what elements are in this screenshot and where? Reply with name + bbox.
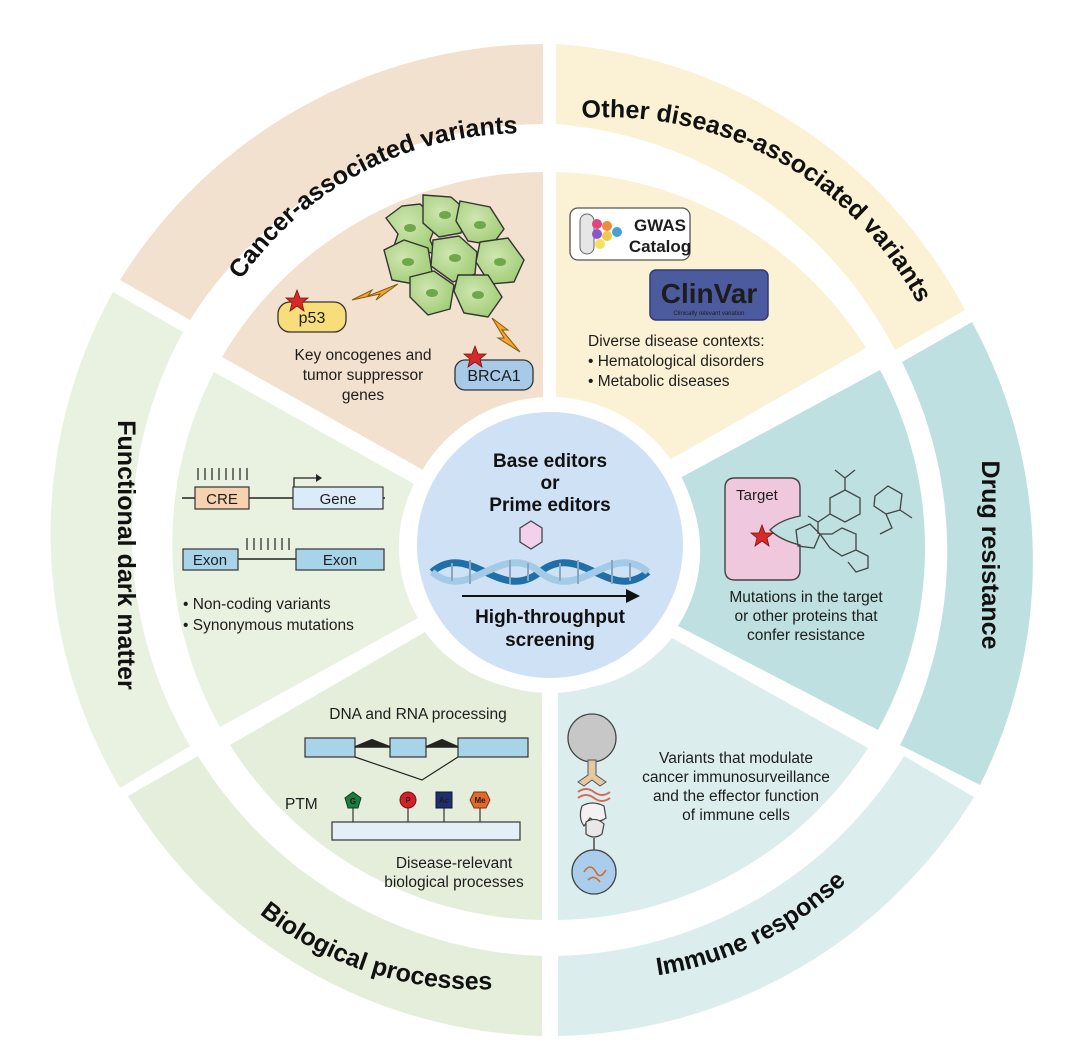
gwas-logo: GWAS Catalog bbox=[569, 207, 691, 261]
other-desc-1: Diverse disease contexts: bbox=[588, 333, 765, 350]
mod-g: G bbox=[350, 797, 356, 806]
mod-ac: Ac bbox=[439, 796, 450, 805]
other-bullet-1: • Hematological disorders bbox=[588, 353, 764, 370]
dna-helix-icon bbox=[429, 559, 651, 585]
p53-label: p53 bbox=[299, 310, 326, 327]
glycosylation-icon bbox=[344, 791, 362, 809]
sector-other bbox=[556, 44, 965, 350]
immune-desc-4: of immune cells bbox=[682, 807, 790, 824]
center-line-3: Prime editors bbox=[489, 495, 610, 516]
exon-label-1: Exon bbox=[193, 552, 227, 569]
cancer-desc-2: tumor suppressor bbox=[303, 367, 424, 384]
center-line-4: High-throughput bbox=[475, 607, 626, 628]
ptm-diagram: G P Ac Me bbox=[331, 791, 521, 841]
acetylation-icon bbox=[435, 791, 453, 809]
cell-icon bbox=[430, 235, 478, 283]
bio-desc-1: Disease-relevant bbox=[396, 855, 513, 872]
cell-icon bbox=[453, 274, 503, 318]
target-label: Target bbox=[736, 487, 779, 504]
lightning-icon bbox=[351, 283, 399, 301]
center-line-5: screening bbox=[505, 630, 595, 651]
exon-label-2: Exon bbox=[323, 552, 357, 569]
center-line-1: Base editors bbox=[493, 451, 607, 472]
cell-icon bbox=[455, 200, 505, 246]
sector-bio bbox=[128, 756, 542, 1036]
outer-ring bbox=[50, 44, 1033, 1036]
sector-cancer bbox=[120, 44, 543, 320]
cancer-cells bbox=[383, 194, 525, 318]
drug-desc-2: or other proteins that bbox=[734, 608, 878, 625]
p53-badge bbox=[277, 301, 347, 333]
sector-immune bbox=[558, 756, 974, 1036]
dark-title: Functional dark matter bbox=[112, 420, 140, 690]
clinvar-label: ClinVar bbox=[661, 278, 758, 309]
cancer-desc-3: genes bbox=[342, 387, 384, 404]
drug-molecules bbox=[795, 469, 913, 573]
inner-immune bbox=[558, 638, 868, 920]
clinvar-logo: ClinVar Clinically relevant variation bbox=[649, 269, 769, 321]
exon-diagram: Exon Exon bbox=[182, 538, 385, 571]
dark-bullet-2: • Synonymous mutations bbox=[183, 617, 354, 634]
sector-dark bbox=[50, 292, 191, 788]
cancer-desc-1: Key oncogenes and bbox=[294, 347, 431, 364]
immune-desc-2: cancer immunosurveillance bbox=[642, 769, 830, 786]
drug-desc-1: Mutations in the target bbox=[729, 589, 883, 606]
gene-label: Gene bbox=[320, 491, 357, 508]
immune-desc-3: and the effector function bbox=[653, 788, 819, 805]
ptm-label: PTM bbox=[285, 796, 318, 813]
clinvar-sublabel: Clinically relevant variation bbox=[673, 311, 744, 317]
brca1-badge bbox=[454, 359, 534, 391]
splicing-diagram bbox=[304, 737, 529, 781]
brca1-label: BRCA1 bbox=[467, 368, 520, 385]
cell-icon bbox=[475, 237, 525, 285]
bio-dna-label: DNA and RNA processing bbox=[329, 706, 506, 723]
mod-me: Me bbox=[474, 796, 486, 805]
cell-icon bbox=[422, 194, 468, 238]
star-icon bbox=[749, 523, 775, 547]
inner-bio bbox=[230, 632, 542, 920]
other-bullet-2: • Metabolic diseases bbox=[588, 373, 730, 390]
immune-illustration bbox=[567, 713, 617, 895]
sector-drug bbox=[900, 322, 1033, 785]
mod-p: P bbox=[405, 796, 411, 805]
inner-drug bbox=[678, 370, 926, 730]
star-icon bbox=[284, 288, 310, 312]
methylation-icon bbox=[469, 791, 491, 809]
gwas-label-2: Catalog bbox=[629, 237, 691, 256]
gwas-label-1: GWAS bbox=[634, 216, 686, 235]
phosphorylation-icon bbox=[399, 791, 417, 809]
dark-bullet-1: • Non-coding variants bbox=[183, 596, 331, 613]
center-line-2: or bbox=[541, 473, 561, 494]
immune-desc-1: Variants that modulate bbox=[659, 750, 813, 767]
cell-icon bbox=[409, 270, 455, 316]
center-disc bbox=[417, 412, 683, 678]
throughput-arrow-icon bbox=[462, 589, 640, 603]
cre-label: CRE bbox=[206, 491, 238, 508]
inner-dark bbox=[172, 372, 418, 727]
star-icon bbox=[462, 344, 488, 368]
cre-gene-diagram: CRE Gene bbox=[182, 468, 385, 510]
drug-title: Drug resistance bbox=[976, 461, 1004, 650]
editor-hexagon-icon bbox=[519, 520, 543, 550]
lightning-icon bbox=[491, 317, 521, 353]
drug-desc-3: confer resistance bbox=[747, 627, 865, 644]
bio-desc-2: biological processes bbox=[384, 874, 524, 891]
